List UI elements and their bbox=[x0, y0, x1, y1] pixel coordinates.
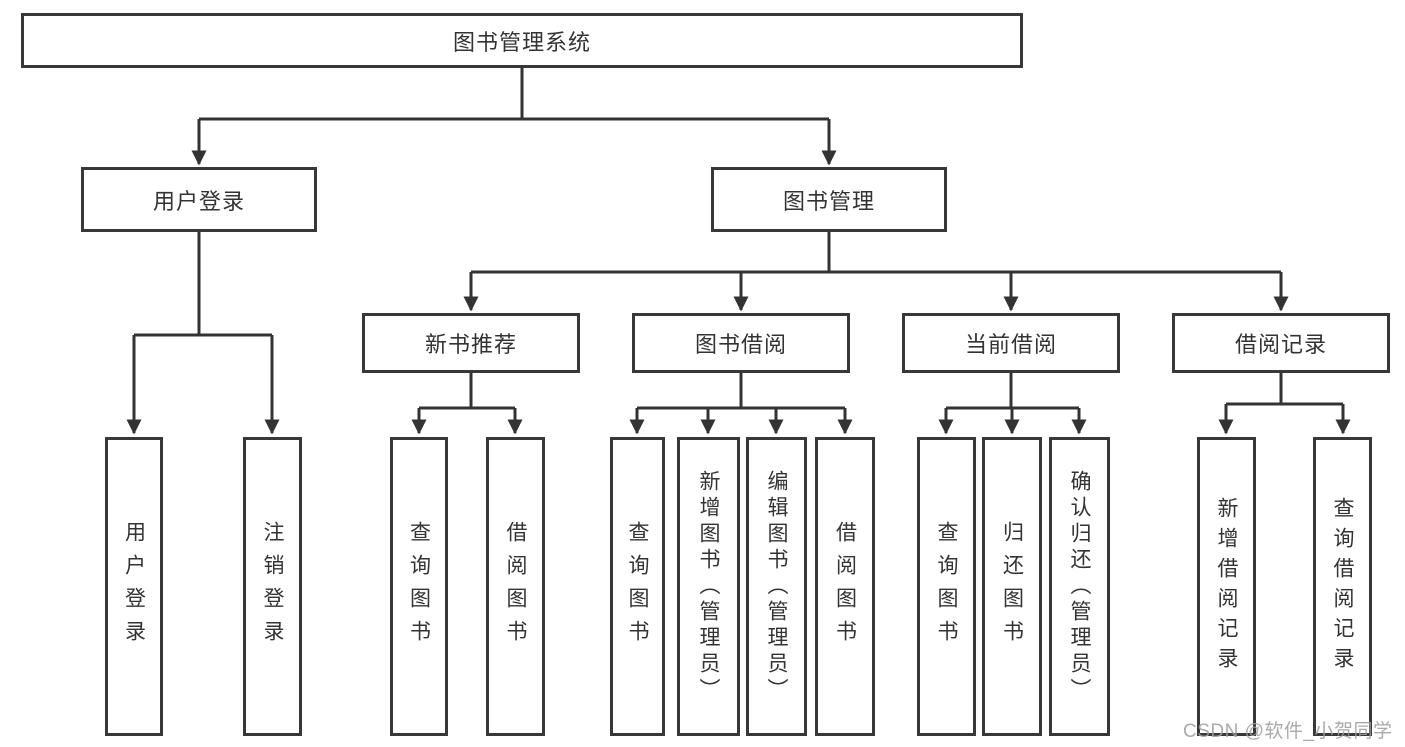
leaf-currentborrow-query: 查询图书 bbox=[917, 437, 976, 736]
leaf-newbooks-query: 查询图书 bbox=[390, 437, 448, 736]
leaf-newbooks-borrow: 借阅图书 bbox=[486, 437, 545, 736]
node-borrow-records: 借阅记录 bbox=[1172, 313, 1390, 373]
node-new-books: 新书推荐 bbox=[362, 313, 580, 373]
node-user-login-label: 用户登录 bbox=[152, 188, 245, 214]
node-current-borrow: 当前借阅 bbox=[902, 313, 1120, 373]
node-book-borrow: 图书借阅 bbox=[632, 313, 850, 373]
leaf-records-query-label: 查询借阅记录 bbox=[1331, 496, 1354, 677]
leaf-bookborrow-borrow: 借阅图书 bbox=[815, 437, 875, 736]
leaf-bookborrow-borrow-label: 借阅图书 bbox=[833, 520, 857, 653]
node-new-books-label: 新书推荐 bbox=[424, 332, 517, 357]
node-borrow-records-label: 借阅记录 bbox=[1234, 332, 1327, 357]
leaf-currentborrow-return: 归还图书 bbox=[982, 437, 1042, 736]
leaf-records-add: 新增借阅记录 bbox=[1197, 437, 1256, 736]
leaf-records-add-label: 新增借阅记录 bbox=[1215, 496, 1238, 677]
leaf-logout-label: 注销登录 bbox=[261, 520, 284, 653]
leaf-records-query: 查询借阅记录 bbox=[1313, 437, 1372, 736]
leaf-currentborrow-query-label: 查询图书 bbox=[935, 520, 958, 653]
leaf-user-login: 用户登录 bbox=[105, 437, 163, 736]
node-book-borrow-label: 图书借阅 bbox=[694, 332, 787, 357]
leaf-currentborrow-confirm: 确认归还（管理员） bbox=[1049, 437, 1110, 736]
leaf-currentborrow-return-label: 归还图书 bbox=[1000, 520, 1024, 653]
leaf-newbooks-query-label: 查询图书 bbox=[407, 520, 431, 653]
node-book-mgmt-label: 图书管理 bbox=[782, 188, 875, 214]
node-current-borrow-label: 当前借阅 bbox=[964, 332, 1057, 357]
leaf-bookborrow-query-label: 查询图书 bbox=[626, 520, 649, 653]
csdn-watermark: CSDN @软件_小贺同学 bbox=[1183, 721, 1393, 742]
leaf-bookborrow-add: 新增图书（管理员） bbox=[677, 437, 740, 736]
leaf-logout: 注销登录 bbox=[243, 437, 302, 736]
leaf-bookborrow-edit: 编辑图书（管理员） bbox=[746, 437, 807, 736]
node-root-label: 图书管理系统 bbox=[452, 29, 591, 55]
leaf-currentborrow-confirm-label: 确认归还（管理员） bbox=[1068, 469, 1091, 704]
leaf-bookborrow-edit-label: 编辑图书（管理员） bbox=[765, 469, 788, 704]
leaf-bookborrow-add-label: 新增图书（管理员） bbox=[697, 469, 720, 704]
node-user-login: 用户登录 bbox=[81, 167, 317, 232]
leaf-newbooks-borrow-label: 借阅图书 bbox=[504, 520, 527, 653]
node-root: 图书管理系统 bbox=[21, 13, 1023, 68]
leaf-bookborrow-query: 查询图书 bbox=[610, 437, 665, 736]
leaf-user-login-label: 用户登录 bbox=[122, 520, 146, 653]
node-book-mgmt: 图书管理 bbox=[711, 167, 947, 232]
